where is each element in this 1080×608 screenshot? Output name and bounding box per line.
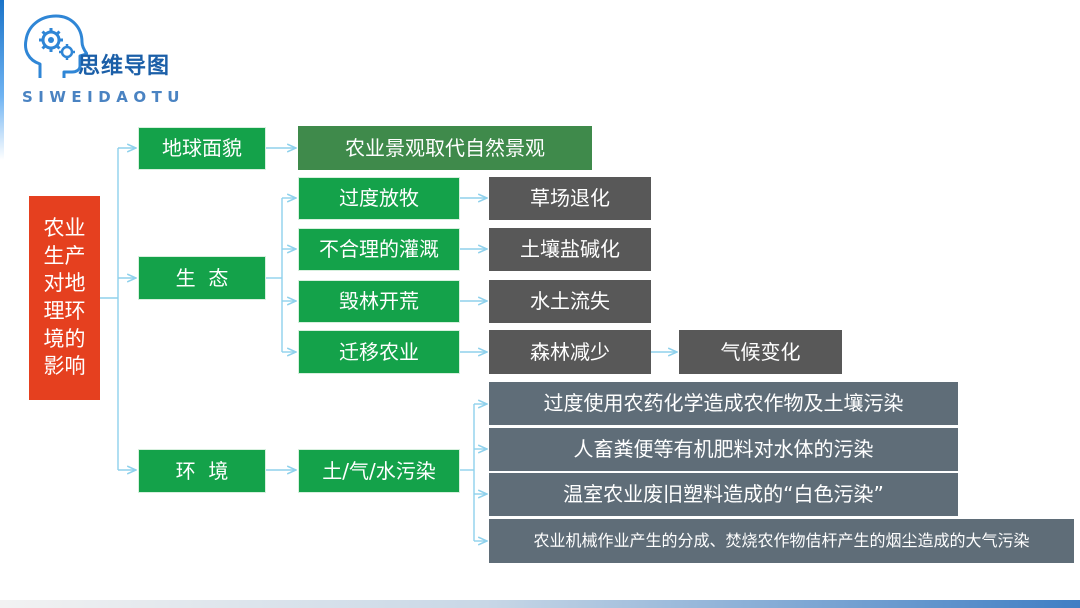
node-grassland-degradation: 草场退化 — [489, 177, 651, 220]
node-climate-change: 气候变化 — [679, 330, 842, 374]
node-soil-erosion: 水土流失 — [489, 280, 651, 323]
node-forest-reduction: 森林减少 — [489, 330, 651, 374]
node-deforestation-label: 毁林开荒 — [339, 289, 419, 313]
node-earth-appearance: 地球面貌 — [138, 127, 266, 170]
node-manure-pollution: 人畜粪便等有机肥料对水体的污染 — [489, 428, 958, 471]
node-ecology-label: 生 态 — [175, 265, 229, 290]
node-air-pollution-label: 农业机械作业产生的分成、焚烧农作物佶杆产生的烟尘造成的大气污染 — [533, 530, 1030, 550]
node-environment-label: 环 境 — [175, 458, 229, 483]
node-pesticide-pollution: 过度使用农药化学造成农作物及土壤污染 — [489, 382, 958, 425]
node-earth-appearance-label: 地球面貌 — [162, 136, 242, 160]
node-soil-salinization: 土壤盐碱化 — [489, 228, 651, 271]
logo-title: 思维导图 — [78, 54, 171, 79]
node-pollution: 土/气/水污染 — [298, 449, 460, 493]
node-manure-pollution-label: 人畜粪便等有机肥料对水体的污染 — [573, 437, 874, 461]
node-agricultural-landscape-label: 农业景观取代自然景观 — [345, 135, 545, 160]
node-irrigation-label: 不合理的灌溉 — [319, 237, 439, 261]
root-node-label: 农业生产对地理环境的影响 — [43, 215, 86, 379]
node-white-pollution: 温室农业废旧塑料造成的“白色污染” — [489, 473, 958, 516]
head-gears-icon — [24, 14, 88, 78]
node-deforestation: 毁林开荒 — [298, 280, 460, 323]
node-irrigation: 不合理的灌溉 — [298, 228, 460, 271]
node-overgrazing-label: 过度放牧 — [339, 186, 419, 210]
node-white-pollution-label: 温室农业废旧塑料造成的“白色污染” — [563, 482, 884, 506]
node-ecology: 生 态 — [138, 256, 266, 300]
node-air-pollution: 农业机械作业产生的分成、焚烧农作物佶杆产生的烟尘造成的大气污染 — [489, 519, 1074, 563]
left-accent-bar — [0, 0, 4, 160]
root-node: 农业生产对地理环境的影响 — [29, 196, 100, 400]
bottom-accent-bar — [0, 600, 1080, 608]
node-forest-reduction-label: 森林减少 — [530, 339, 610, 364]
node-overgrazing: 过度放牧 — [298, 177, 460, 220]
node-grassland-degradation-label: 草场退化 — [530, 186, 610, 210]
node-agricultural-landscape: 农业景观取代自然景观 — [298, 126, 592, 170]
logo — [18, 12, 218, 112]
node-soil-salinization-label: 土壤盐碱化 — [520, 237, 620, 261]
node-soil-erosion-label: 水土流失 — [530, 289, 610, 313]
node-shifting-agriculture-label: 迁移农业 — [339, 339, 419, 364]
node-environment: 环 境 — [138, 449, 266, 493]
node-climate-change-label: 气候变化 — [720, 339, 801, 364]
node-shifting-agriculture: 迁移农业 — [298, 330, 460, 374]
node-pollution-label: 土/气/水污染 — [322, 458, 436, 483]
logo-subtitle: SIWEIDAOTU — [22, 88, 185, 106]
node-pesticide-pollution-label: 过度使用农药化学造成农作物及土壤污染 — [543, 391, 904, 415]
